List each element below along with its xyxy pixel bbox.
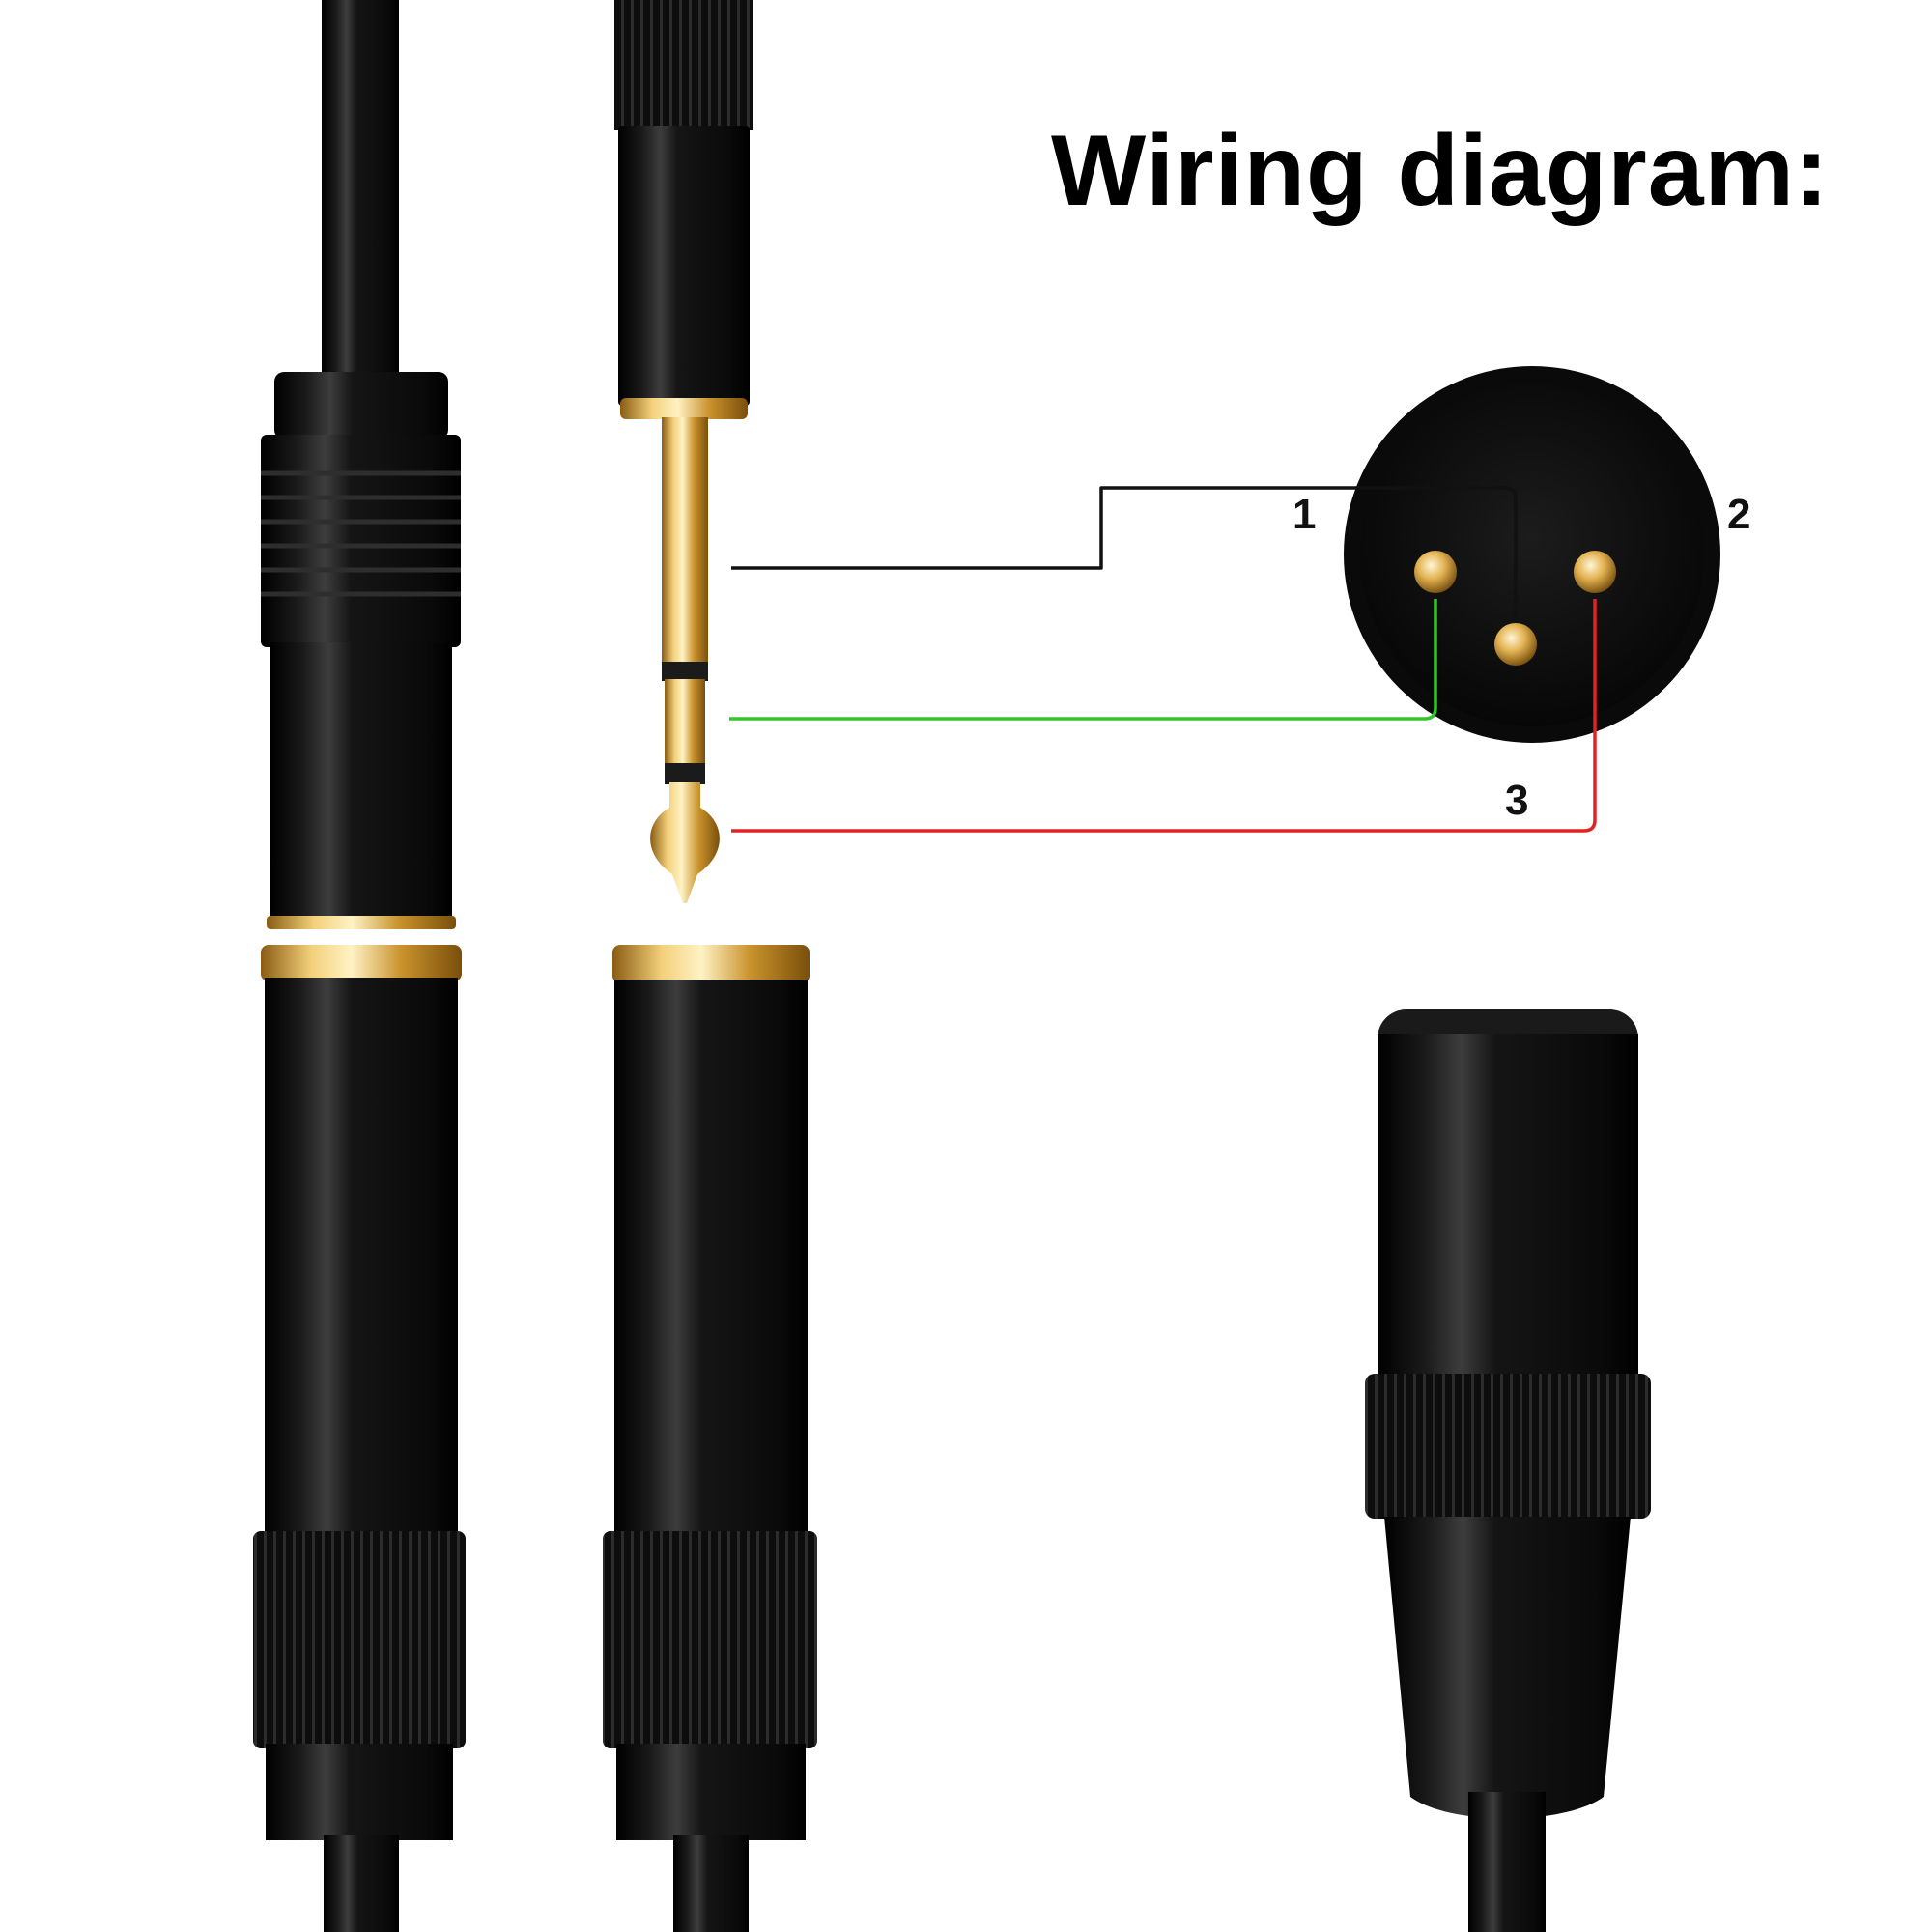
page-title: Wiring diagram:	[1051, 115, 1830, 227]
left-cable-top	[322, 0, 399, 386]
middle-trs-plug	[614, 0, 753, 903]
mid-cable-bottom	[673, 1835, 749, 1932]
left-gold-ring-bottom	[261, 945, 462, 981]
wire-pin-1	[731, 486, 1518, 618]
pin-label-2: 2	[1727, 491, 1751, 538]
xlr-male-connector	[1365, 1009, 1651, 1932]
plug-sleeve	[662, 417, 708, 664]
mid-jack-gold-ring	[612, 945, 810, 983]
xlr-face-insert	[1360, 383, 1704, 726]
plug-tip	[650, 782, 720, 903]
xlr-barrel	[1378, 1034, 1638, 1381]
plug-body	[618, 126, 750, 406]
mid-jack-body	[614, 980, 808, 1538]
plug-grip	[614, 0, 753, 130]
plug-insulator-1	[662, 662, 708, 681]
wire-pin-2	[729, 599, 1437, 721]
middle-female-jack	[603, 945, 817, 1932]
left-gold-ring-top	[267, 916, 456, 929]
xlr-pin-3	[1494, 623, 1537, 666]
xlr-face	[1344, 366, 1720, 743]
xlr-knurled-ring	[1365, 1374, 1651, 1519]
plug-insulator-2	[665, 763, 705, 784]
mid-tail-barrel	[616, 1744, 806, 1840]
left-cable-assembly	[253, 0, 466, 1932]
xlr-boot	[1384, 1517, 1631, 1819]
plug-gold-collar	[620, 398, 748, 419]
xlr-pin-1	[1414, 551, 1457, 593]
plug-ring	[665, 679, 705, 766]
pin-label-1: 1	[1293, 491, 1317, 538]
wires	[729, 486, 1597, 833]
mid-grip-lower	[603, 1531, 817, 1748]
pin-label-3: 3	[1505, 777, 1529, 824]
left-cable-bottom	[324, 1835, 399, 1932]
left-tail-barrel	[266, 1744, 453, 1840]
left-strain-relief	[274, 372, 448, 440]
left-grip-grooves	[261, 470, 461, 597]
left-jack-body	[265, 978, 458, 1538]
xlr-pin-2	[1574, 551, 1616, 593]
left-grip-upper	[261, 435, 461, 647]
wire-pin-3	[731, 599, 1597, 833]
left-jack-barrel	[270, 642, 452, 923]
xlr-cable	[1468, 1792, 1546, 1932]
left-grip-lower	[253, 1531, 466, 1748]
